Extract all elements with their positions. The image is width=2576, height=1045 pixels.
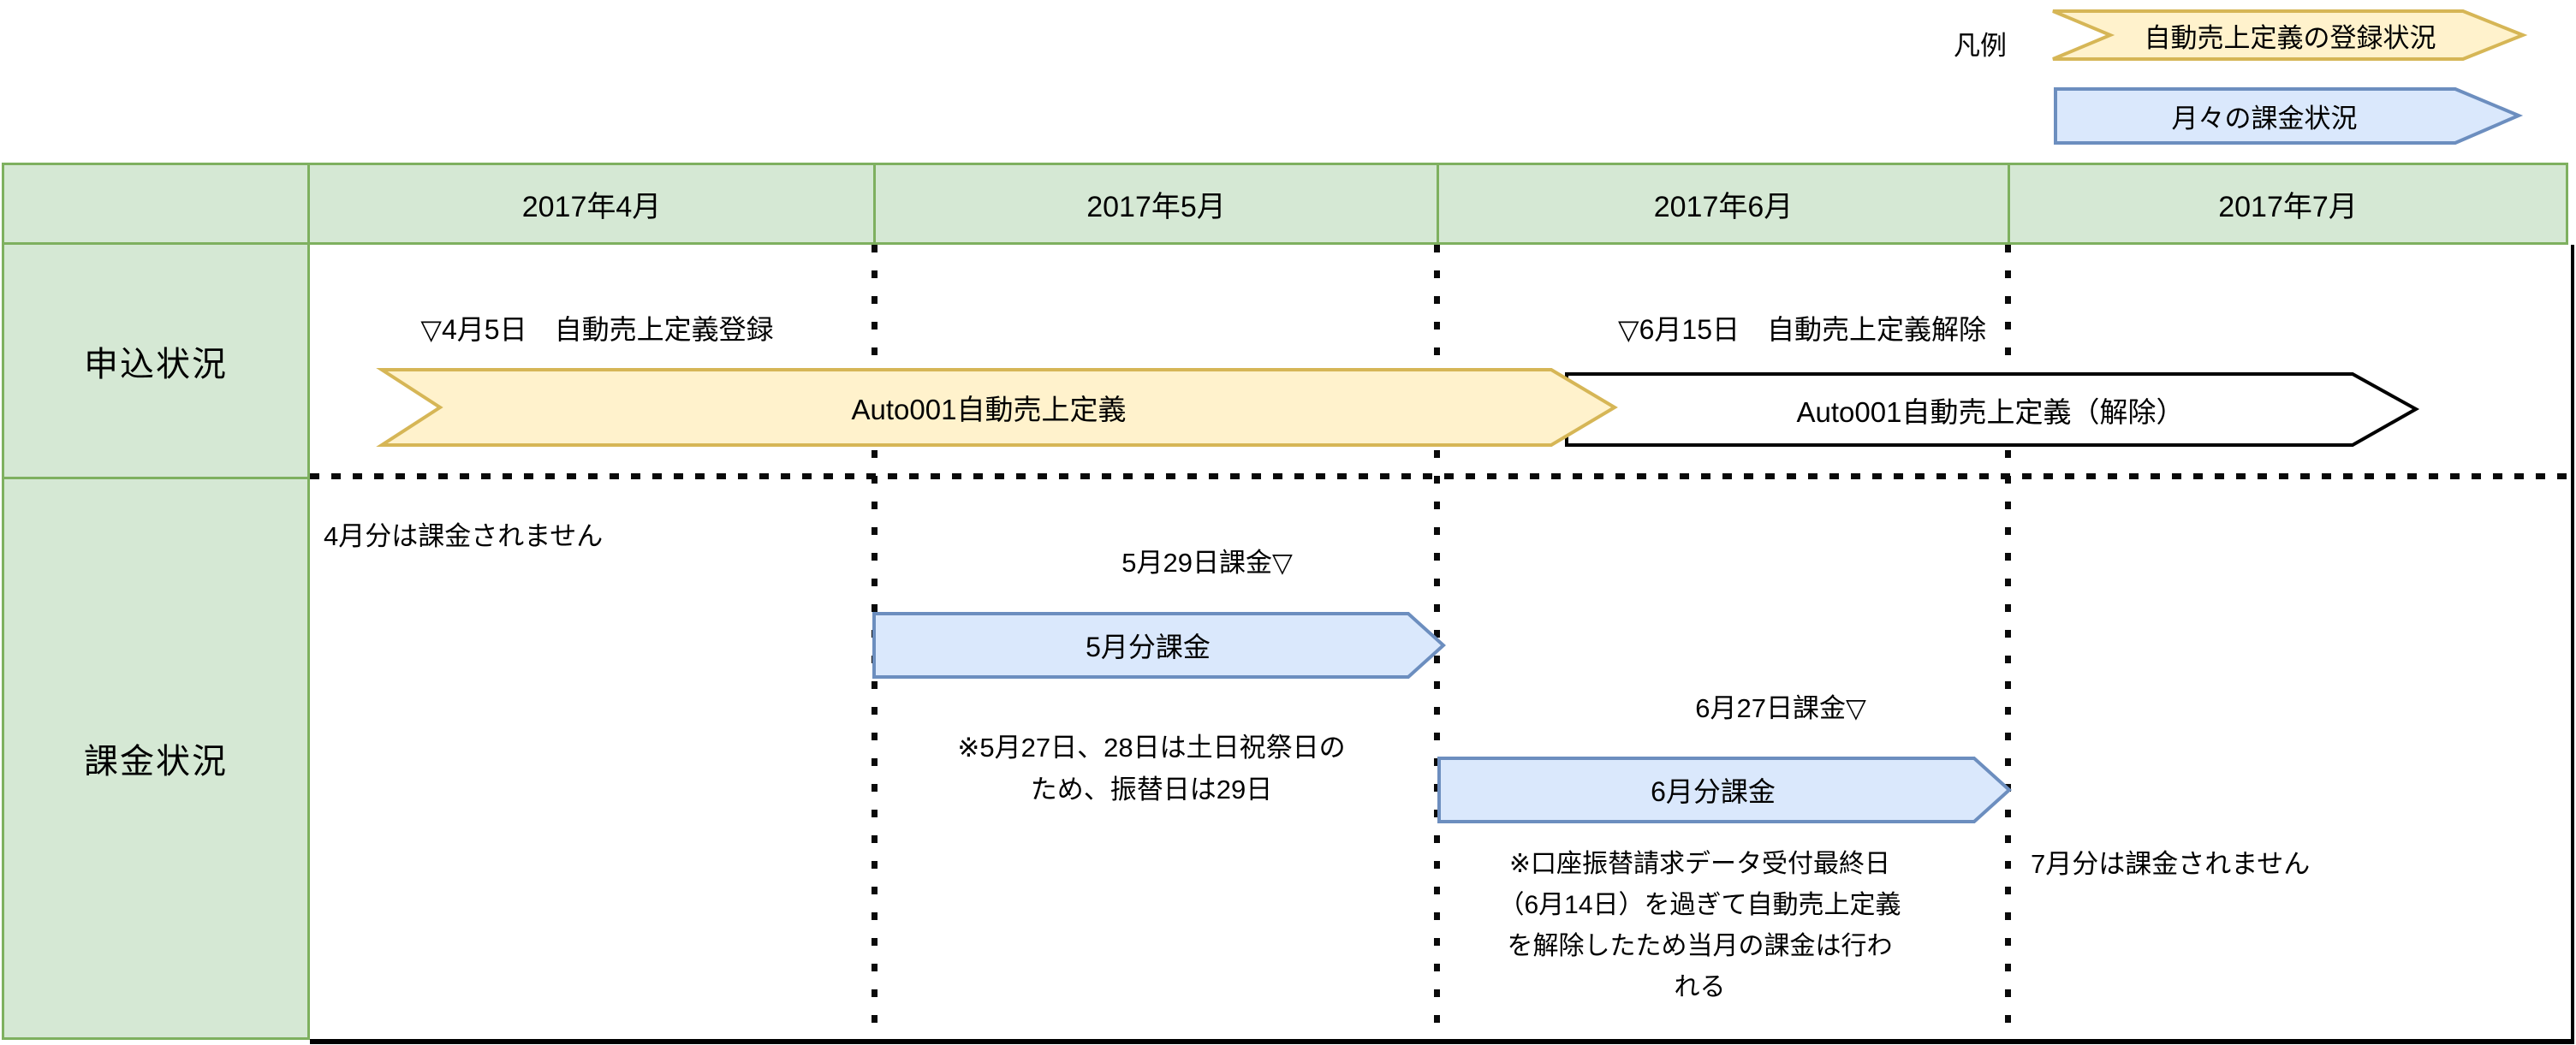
- grid-line-june: [1434, 245, 1440, 1034]
- june-release-note-line1: ※口座振替請求データ受付最終日: [1508, 850, 1891, 878]
- april-no-billing-note: 4月分は課金されません: [324, 521, 604, 551]
- registration-date-annotation: ▽4月5日 自動売上定義登録: [420, 314, 774, 345]
- july-no-billing-note: 7月分は課金されません: [2031, 849, 2311, 879]
- row-label-billing: 課金状況: [2, 477, 310, 1040]
- header-april: 2017年4月: [307, 163, 876, 245]
- june-release-note-line2: （6月14日）を過ぎて自動売上定義: [1498, 891, 1901, 919]
- may-billing-date-annotation: 5月29日課金▽: [1121, 548, 1293, 578]
- header-july: 2017年7月: [2008, 163, 2568, 245]
- header-june: 2017年6月: [1437, 163, 2010, 245]
- june-billing-arrow-label: 6月分課金: [1651, 776, 1776, 807]
- june-release-note: ※口座振替請求データ受付最終日 （6月14日）を過ぎて自動売上定義 を解除したた…: [1441, 844, 1959, 1008]
- may-billing-arrow-label: 5月分課金: [1086, 632, 1211, 662]
- june-billing-date-annotation: 6月27日課金▽: [1695, 693, 1866, 723]
- may-holiday-note-line2: ため、振替日は29日: [1030, 775, 1273, 805]
- row-label-application: 申込状況: [2, 242, 310, 479]
- header-may: 2017年5月: [873, 163, 1439, 245]
- june-release-note-line4: れる: [1674, 973, 1726, 1001]
- definition-arrow-label: Auto001自動売上定義: [851, 394, 1127, 425]
- may-holiday-note: ※5月27日、28日は土日祝祭日の ため、振替日は29日: [882, 727, 1421, 810]
- header-corner-cell: [2, 163, 310, 245]
- may-holiday-note-line1: ※5月27日、28日は土日祝祭日の: [957, 733, 1346, 763]
- release-arrow-label: Auto001自動売上定義（解除）: [1796, 395, 2185, 428]
- grid-line-row-separator: [310, 473, 2571, 479]
- release-date-annotation: ▽6月15日 自動売上定義解除: [1617, 314, 1986, 345]
- legend-item-billing: 月々の課金状況: [2171, 103, 2358, 134]
- grid-line-july: [2005, 245, 2011, 1034]
- june-release-note-line3: を解除したため当月の課金は行わ: [1507, 932, 1893, 960]
- legend-item-registration: 自動売上定義の登録状況: [2144, 22, 2436, 53]
- legend-title: 凡例: [1954, 31, 2007, 61]
